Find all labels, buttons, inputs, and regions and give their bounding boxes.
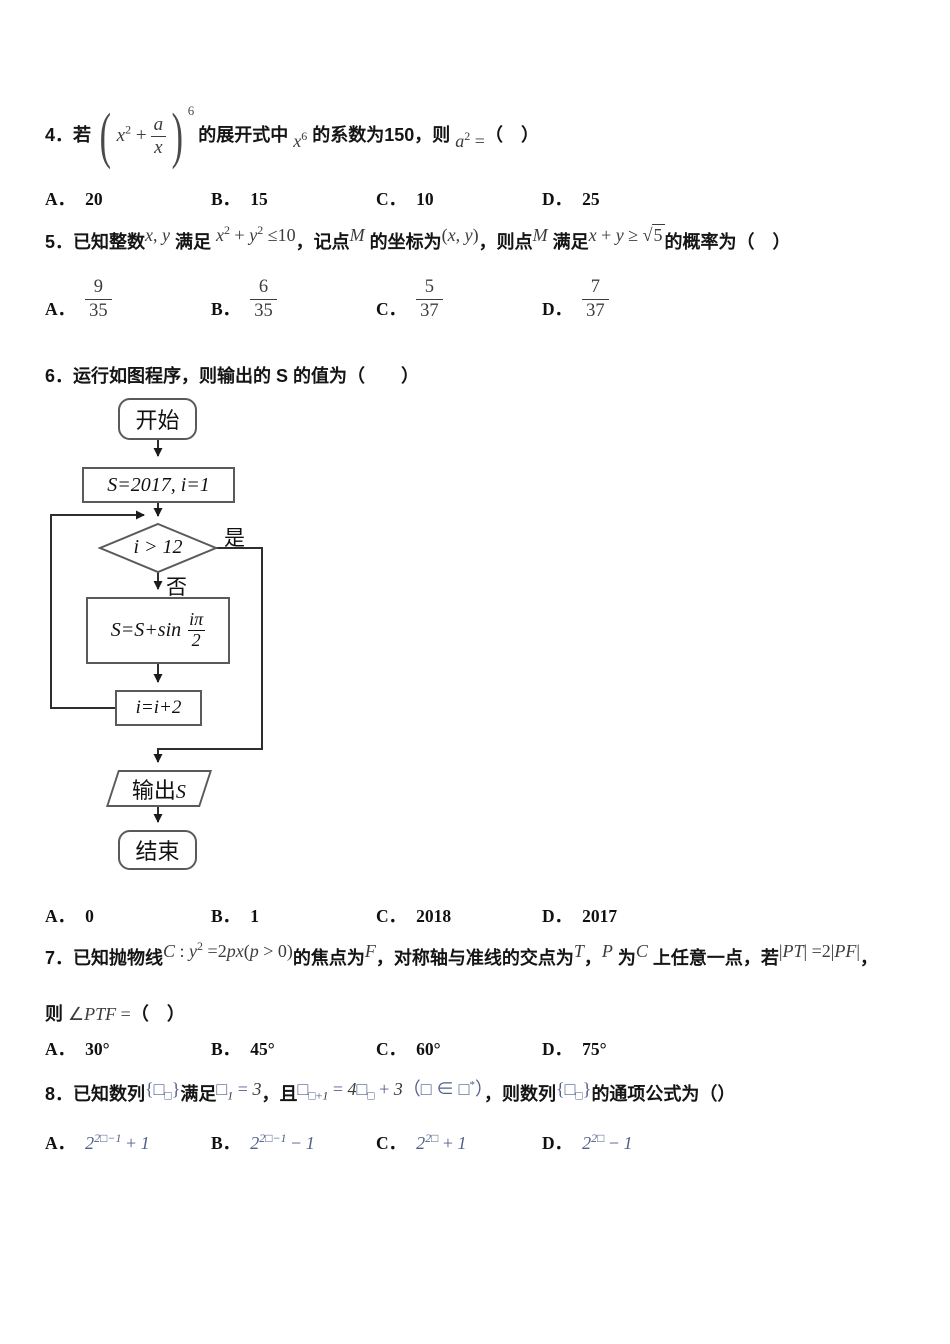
question-7-options: A．30° B．45° C．60° D．75° (45, 1036, 925, 1066)
question-7-stem-line2: 则 ∠PTF =（ ） (45, 1000, 185, 1026)
question-8-stem: 8．已知数列{□□}满足□1 = 3，且□□+1 = 4□□ + 3（□ ∈ □… (45, 1079, 736, 1106)
question-8-options: A．22□−1 + 1 B．22□−1 − 1 C．22□ + 1 D．22□ … (45, 1130, 925, 1160)
q4-stem-text: 的展开式中 x6 的系数为150，则 a2 =（ ） (198, 125, 539, 151)
flowchart-increment-node: i=i+2 (115, 690, 202, 726)
question-7-stem-line1: 7．已知抛物线C : y2 =2px(p > 0)的焦点为F，对称轴与准线的交点… (45, 939, 879, 970)
flowchart-q6: 开始 S=2017, i=1 i > 12 是 否 S=S+sin iπ 2 i… (40, 394, 300, 876)
flowchart-end-node: 结束 (118, 830, 197, 870)
flowchart-no-label: 否 (166, 576, 187, 599)
option-a: A．30° (45, 1039, 110, 1059)
option-d: D．2017 (542, 906, 618, 926)
option-d: D．75° (542, 1039, 607, 1059)
option-b: B．15 (211, 189, 268, 209)
flowchart-yes-label: 是 (224, 527, 245, 550)
option-a: A．20 (45, 189, 103, 209)
big-close-paren: ) (171, 101, 184, 170)
q7-stem-text-2: 则 ∠PTF =（ ） (45, 1004, 185, 1024)
q8-stem-text: 8．已知数列{□□}满足□1 = 3，且□□+1 = 4□□ + 3（□ ∈ □… (45, 1079, 736, 1104)
flowchart-condition-label: i > 12 (133, 536, 183, 558)
option-b: B．45° (211, 1039, 275, 1059)
option-c: C．2018 (376, 906, 452, 926)
option-a: A．0 (45, 906, 94, 926)
option-c: C．60° (376, 1039, 441, 1059)
q4-exponent: 6 (187, 102, 195, 118)
question-4-options: A．20 B．15 C．10 D．25 (45, 186, 925, 216)
option-a: A．22□−1 + 1 (45, 1131, 150, 1153)
question-4-number: 4．若 (45, 125, 92, 145)
q7-stem-text-1: 7．已知抛物线C : y2 =2px(p > 0)的焦点为F，对称轴与准线的交点… (45, 939, 879, 968)
option-d: D．25 (542, 189, 600, 209)
flowchart-start-node: 开始 (118, 398, 197, 440)
flowchart-output-node: 输出S (105, 770, 213, 807)
flowchart-init-node: S=2017, i=1 (82, 467, 235, 503)
flowchart-body-node: S=S+sin iπ 2 (86, 597, 230, 664)
question-6-options: A．0 B．1 C．2018 D．2017 (45, 903, 925, 933)
option-c: C．10 (376, 189, 434, 209)
decision-diamond (97, 522, 219, 574)
option-b: B．22□−1 − 1 (211, 1131, 315, 1153)
big-open-paren: ( (99, 101, 112, 170)
question-6-stem: 6．运行如图程序，则输出的 S 的值为（ ） (45, 362, 419, 388)
option-d: D．22□ − 1 (542, 1131, 633, 1153)
body-fraction: iπ 2 (187, 609, 205, 650)
question-5-stem: 5．已知整数x, y 满足 x2 + y2 ≤10，记点M 的坐标为(x, y)… (45, 223, 791, 254)
option-c: C．22□ + 1 (376, 1131, 467, 1153)
flowchart-connectors (50, 440, 263, 823)
option-b: B．1 (211, 906, 259, 926)
q6-stem-text: 6．运行如图程序，则输出的 S 的值为（ ） (45, 366, 420, 386)
q5-stem-text: 5．已知整数x, y 满足 x2 + y2 ≤10，记点M 的坐标为(x, y)… (45, 223, 791, 252)
q4-term: x2 + (116, 122, 147, 147)
